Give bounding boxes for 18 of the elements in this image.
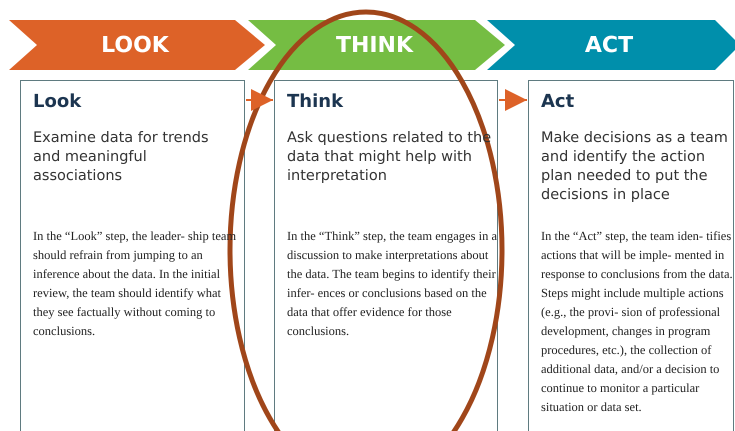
step-label: THINK [336,32,414,58]
step-card [528,80,734,431]
card-description: In the “Act” step, the team iden- tifies actions that will be imple- mented in response to conclusions from the data. Steps might include multiple actions (e.g., the provi- sion of professional development, changes in program procedures, etc.), the collection of additional data, and/or a decision to continue to monitor a particular situation or data set. [541,228,733,416]
card-summary: Examine data for trends and meaningful associations [33,129,210,186]
step-card [274,80,498,431]
step-label: LOOK [101,32,169,58]
card-heading: Act [541,91,574,112]
arrow [246,89,273,111]
chevron-banner [9,20,265,70]
card-description: In the “Think” step, the team engages in a discussion to make interpretations about the data. The team begins to identify their infer- ences or conclusions based on the data that offer evidence for those conclusions. [287,228,497,340]
chevron-banner [487,20,735,70]
arrow [499,89,527,111]
chevron-banner [248,20,505,70]
card-heading: Think [287,91,344,112]
step-card [20,80,245,431]
card-summary: Make decisions as a team and identify the action plan needed to put the decisions in place [541,129,729,205]
card-heading: Look [33,91,82,112]
step-label: ACT [584,32,634,58]
